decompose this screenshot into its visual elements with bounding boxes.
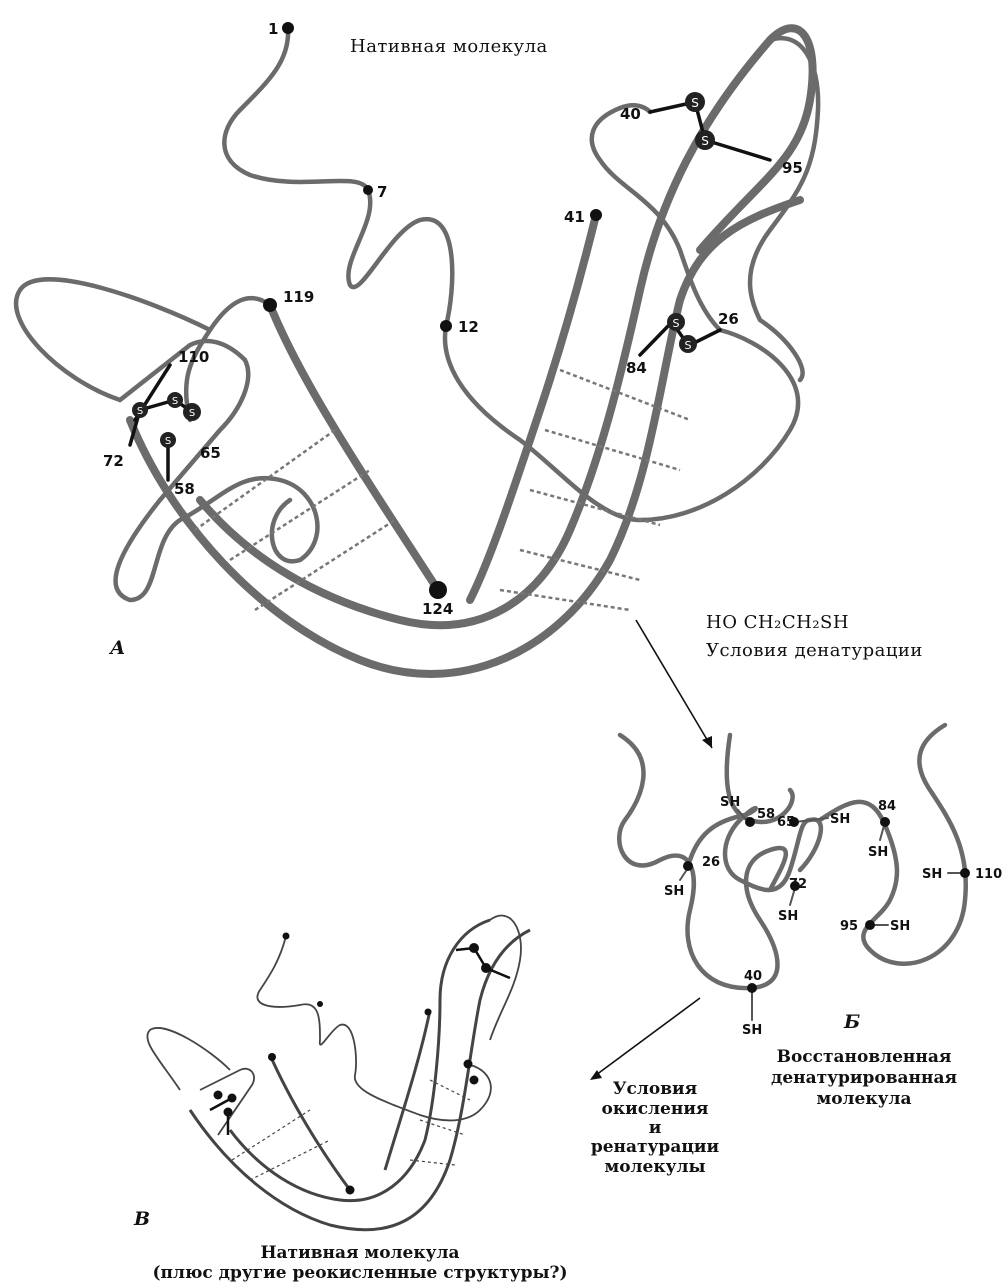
renaturation-label-line: и <box>649 1118 662 1138</box>
residue-label: 40 <box>620 105 641 123</box>
residue-label: 58 <box>174 480 195 498</box>
panel-c-caption-line: Нативная молекула <box>260 1243 459 1263</box>
strand-u-outer <box>130 200 800 674</box>
residue-label: 41 <box>564 208 585 226</box>
svg-text:S: S <box>172 396 178 407</box>
residue-label: 26 <box>702 855 720 870</box>
svg-text:S: S <box>189 408 195 419</box>
residue-label: 72 <box>789 877 807 892</box>
residue-label: 58 <box>757 807 775 822</box>
disulfide-26-84: S S <box>640 313 720 355</box>
residue-label: 84 <box>626 359 647 377</box>
svg-text:S: S <box>691 96 699 110</box>
panel-b-caption-line: Восстановленная <box>777 1047 952 1067</box>
residue-label: 95 <box>782 159 803 177</box>
reaction-arrow-2: Условия окисления и ренатурации молекулы <box>590 998 720 1177</box>
sh-label: SH <box>664 884 684 899</box>
sh-label: SH <box>742 1023 762 1038</box>
renaturation-label-line: молекулы <box>604 1157 705 1177</box>
residue-label: 72 <box>103 452 124 470</box>
panel-b-caption-line: молекула <box>816 1089 911 1109</box>
sh-label: SH <box>868 845 888 860</box>
sh-label: SH <box>830 812 850 827</box>
panel-c <box>147 916 530 1230</box>
panel-b: 58 65 84 26 72 110 95 40 SH SH SH SH SH … <box>619 725 1002 1109</box>
residue-dot <box>745 817 755 827</box>
residue-dot <box>440 320 452 332</box>
svg-text:S: S <box>137 406 143 417</box>
residue-dot <box>880 817 890 827</box>
residue-label: 40 <box>744 969 762 984</box>
residue-dot <box>429 581 447 599</box>
residue-dot <box>282 22 294 34</box>
left-lower-loops <box>116 478 318 600</box>
residue-dot <box>263 298 277 312</box>
renaturation-label-line: ренатурации <box>591 1137 720 1157</box>
residue-label: 110 <box>178 348 209 366</box>
residue-dot <box>747 983 757 993</box>
residue-dot <box>960 868 970 878</box>
sh-label: SH <box>720 795 740 810</box>
residue-label: 7 <box>377 183 387 201</box>
sh-label: SH <box>922 867 942 882</box>
renatured-hbond <box>232 1110 310 1160</box>
svg-text:S: S <box>673 317 680 330</box>
sh-label: SH <box>778 909 798 924</box>
residue-dot <box>590 209 602 221</box>
residue-label: 84 <box>878 799 896 814</box>
residue-label: 124 <box>422 600 453 618</box>
residue-label: 110 <box>975 867 1002 882</box>
panel-c-labels: В Нативная молекула (плюс другие реокисл… <box>133 1208 568 1283</box>
left-loop-large <box>16 279 210 400</box>
residue-dot <box>683 861 693 871</box>
panel-c-letter: В <box>133 1208 150 1230</box>
residue-label: 65 <box>200 444 221 462</box>
renatured-right-loop <box>490 916 521 1040</box>
denaturation-conditions-label: Условия денатурации <box>706 640 923 661</box>
residue-label: 12 <box>458 318 479 336</box>
residue-dot <box>865 920 875 930</box>
residue-label: 26 <box>718 310 739 328</box>
renatured-chain <box>257 936 491 1120</box>
strand-119-124 <box>270 305 438 590</box>
strand-41-bottom <box>470 215 596 600</box>
sh-label: SH <box>890 919 910 934</box>
residue-label: 1 <box>268 20 278 38</box>
residue-label: 65 <box>777 815 795 830</box>
renaturation-label-line: окисления <box>602 1099 709 1119</box>
residue-label: 119 <box>283 288 314 306</box>
panel-b-letter: Б <box>843 1011 860 1033</box>
reaction-arrow-1: HO CH₂CH₂SH Условия денатурации <box>636 612 923 748</box>
residue-label: 95 <box>840 919 858 934</box>
svg-text:S: S <box>701 134 709 148</box>
renatured-strand <box>270 1055 350 1190</box>
reagent-label: HO CH₂CH₂SH <box>706 612 849 633</box>
panel-b-caption-line: денатурированная <box>771 1068 957 1088</box>
panel-c-caption-line: (плюс другие реокисленные структуры?) <box>152 1263 567 1283</box>
svg-text:S: S <box>685 339 692 352</box>
panel-a-letter: А <box>108 637 125 659</box>
renatured-u-outer <box>190 930 530 1230</box>
residue-dot <box>363 185 373 195</box>
panel-a-title: Нативная молекула <box>350 36 548 57</box>
panel-a: S S S S S S S S <box>16 20 818 674</box>
renaturation-label-line: Условия <box>613 1079 697 1099</box>
svg-text:S: S <box>165 436 171 447</box>
